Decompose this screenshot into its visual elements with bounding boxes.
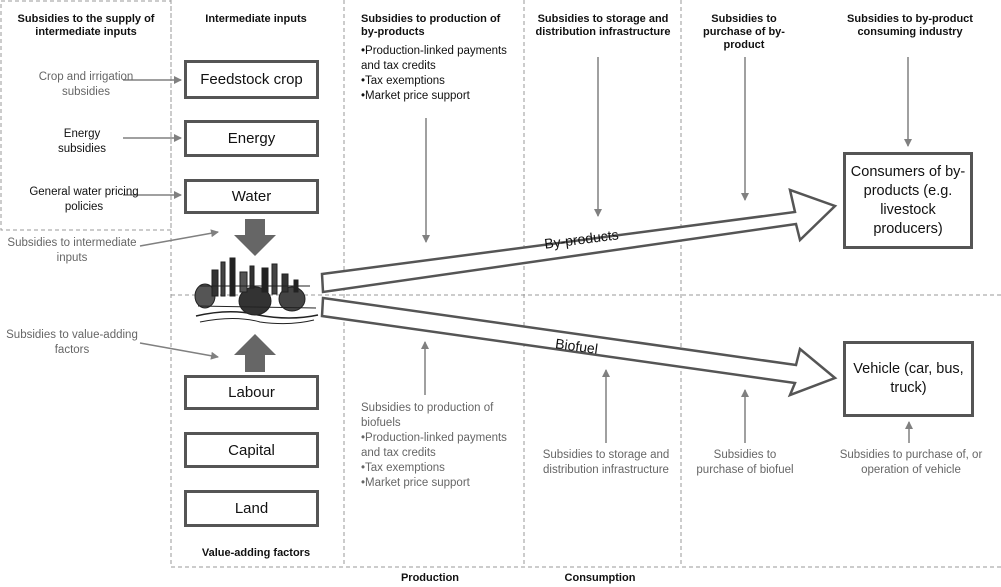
labour-box: Labour bbox=[184, 375, 319, 410]
header-purchase-byproduct: Subsidies to purchase of by-product bbox=[703, 13, 785, 51]
header-byproduct-industry: Subsidies to by-product consuming indust… bbox=[847, 13, 973, 38]
arrow-value-adding bbox=[139, 342, 219, 360]
energy-box: Energy bbox=[184, 120, 319, 157]
land-box: Land bbox=[184, 490, 319, 527]
crop-subsidies-label: Crop and irrigation subsidies bbox=[38, 71, 134, 98]
biofuel-list-item: •Market price support bbox=[361, 477, 470, 489]
consumption-label: Consumption bbox=[564, 572, 636, 584]
supply-inputs-region bbox=[0, 0, 172, 231]
thick-arrow-down bbox=[234, 219, 276, 256]
value-adding-subsidy-label: Subsidies to value-adding factors bbox=[6, 329, 138, 356]
energy-subsidies-label: Energy subsidies bbox=[58, 128, 106, 155]
vehicle-purchase-subsidy-label: Subsidies to purchase of, or operation o… bbox=[839, 449, 983, 476]
biofuel-list-item: •Tax exemptions bbox=[361, 462, 445, 474]
water-pricing-label: General water pricing policies bbox=[29, 186, 139, 213]
vehicle-box: Vehicle (car, bus, truck) bbox=[843, 341, 974, 417]
arrow-intermediate-inputs bbox=[139, 229, 219, 247]
water-box: Water bbox=[184, 179, 319, 214]
biofuel-purchase-subsidy-label: Subsidies to purchase of biofuel bbox=[696, 449, 794, 476]
byproduct-consumers-box: Consumers of by-products (e.g. livestock… bbox=[843, 152, 973, 249]
biofuel-production-list: Subsidies to production of biofuels •Pro… bbox=[361, 401, 523, 491]
refinery-icon bbox=[194, 257, 319, 325]
biofuel-list-item: •Production-linked payments and tax cred… bbox=[361, 432, 507, 459]
capital-box: Capital bbox=[184, 432, 319, 468]
biofuel-flow-label: Biofuel bbox=[554, 335, 599, 357]
byproducts-flow-arrow bbox=[320, 188, 838, 294]
byproduct-list-item: •Production-linked payments and tax cred… bbox=[361, 45, 507, 72]
header-supply-inputs: Subsidies to the supply of intermediate … bbox=[17, 13, 155, 38]
header-storage-distribution: Subsidies to storage and distribution in… bbox=[535, 13, 671, 38]
byproduct-list-item: •Market price support bbox=[361, 90, 470, 102]
thick-arrow-up bbox=[234, 334, 276, 372]
byproduct-list-item: •Tax exemptions bbox=[361, 75, 445, 87]
byproduct-production-list: •Production-linked payments and tax cred… bbox=[361, 44, 521, 104]
storage-subsidy-bottom-label: Subsidies to storage and distribution in… bbox=[542, 449, 670, 476]
biofuel-flow-arrow bbox=[320, 296, 838, 398]
header-production-byproducts: Subsidies to production of by-products bbox=[361, 13, 501, 38]
biofuel-production-title: Subsidies to production of biofuels bbox=[361, 402, 494, 429]
header-intermediate-inputs: Intermediate inputs bbox=[205, 13, 307, 25]
production-label: Production bbox=[400, 572, 460, 584]
value-adding-factors-label: Value-adding factors bbox=[201, 547, 311, 559]
feedstock-crop-box: Feedstock crop bbox=[184, 60, 319, 99]
intermediate-inputs-subsidy-label: Subsidies to intermediate inputs bbox=[7, 237, 137, 264]
